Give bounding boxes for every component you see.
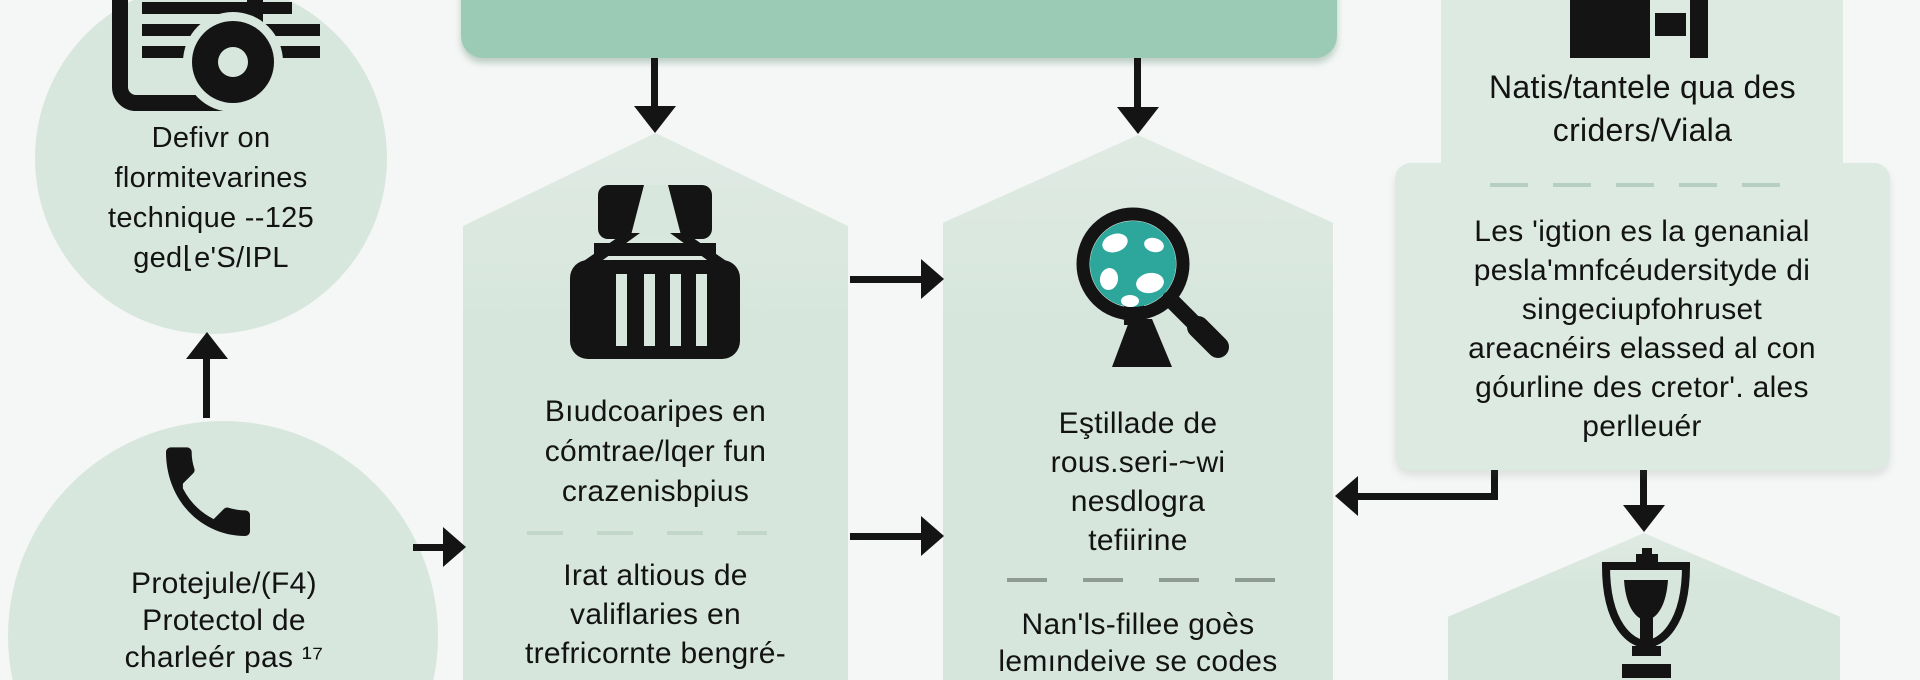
- document-printer-icon: [110, 0, 340, 118]
- arrow-up-head: [186, 332, 228, 359]
- text-line: Eştillade de: [1058, 407, 1218, 440]
- text-line: góurline des cretor'. ales: [1475, 371, 1809, 404]
- phone-icon: [152, 438, 264, 550]
- arrow-right1-shaft: [413, 544, 446, 551]
- text-line: Protejule/(F4): [131, 567, 317, 600]
- arrow-down3-shaft: [1640, 470, 1647, 508]
- text-line: technique --125: [107, 202, 315, 234]
- arrow-elbow-head: [1335, 476, 1358, 516]
- pentagon-scan-title: Bıudcoaripes en cómtrae/lqer fun crazeni…: [468, 392, 843, 512]
- arrow-right3-head: [921, 516, 944, 556]
- arrow-elbow-vertical: [1491, 470, 1498, 498]
- text-line: pesla'mnfcéudersityde di: [1473, 254, 1811, 287]
- divider-right-panel: [1490, 183, 1780, 187]
- text-line: Les 'igtion es la genanial: [1474, 215, 1810, 248]
- text-line: Bıudcoaripes en: [544, 395, 767, 428]
- arrow-down2-shaft: [1134, 58, 1141, 108]
- trophy-icon: [1592, 548, 1702, 680]
- text-line: Defivr on: [151, 122, 271, 154]
- text-line: Protectol de: [142, 604, 306, 637]
- text-line: Natis/tantele qua des: [1489, 69, 1796, 105]
- arrow-down3-head: [1623, 505, 1665, 532]
- header-bar: [461, 0, 1337, 58]
- text-line: valiflaries en: [570, 598, 741, 631]
- arrow-down1-shaft: [651, 58, 658, 108]
- text-line: areacnéirs elassed al con: [1468, 332, 1816, 365]
- pentagon-scan-subtext: Irat altious de valiflaries en trefricor…: [468, 556, 843, 673]
- text-line: ged⌊e'S/IPL: [133, 242, 289, 274]
- right-panel-paragraph: Les 'igtion es la genanial pesla'mnfcéud…: [1403, 212, 1881, 446]
- arrow-up-shaft: [203, 350, 210, 418]
- text-line: tefiirine: [1088, 524, 1188, 557]
- floppy-disk-icon: [1570, 0, 1710, 60]
- text-line: crazenisbpius: [561, 475, 750, 508]
- barcode-scanner-icon: [570, 147, 740, 359]
- arrow-right1-head: [443, 527, 466, 567]
- arrow-right2-head: [921, 259, 944, 299]
- right-panel-body: [1395, 163, 1890, 470]
- text-line: perlleuér: [1582, 410, 1702, 443]
- text-line: flormitevarines: [114, 162, 308, 194]
- divider-pentagon-scan: [527, 531, 767, 535]
- text-line: criders/Viala: [1552, 112, 1733, 148]
- text-line: nesdlogra: [1070, 485, 1206, 518]
- text-line: singeciupfohruset: [1521, 293, 1763, 326]
- divider-pentagon-search: [1007, 578, 1279, 582]
- arrow-elbow-horizontal: [1357, 493, 1498, 500]
- circle-bottom-text: Protejule/(F4) Protectol de charleér pas…: [25, 565, 423, 676]
- text-line: rous.seri-~wi: [1050, 446, 1226, 479]
- right-panel-heading: Natis/tantele qua des criders/Viala: [1410, 66, 1875, 152]
- arrow-down1-head: [634, 106, 676, 133]
- circle-top-text: Defivr on flormitevarines technique --12…: [30, 118, 392, 278]
- arrow-right2-shaft: [850, 276, 924, 283]
- pentagon-search-subtext: Nan'ls-fillee goès lemındeive se codes: [948, 606, 1328, 680]
- text-line: lemındeive se codes: [998, 645, 1278, 678]
- arrow-right3-shaft: [850, 533, 924, 540]
- text-line: trefricornte bengré-: [524, 637, 787, 670]
- globe-magnifier-icon: [1060, 195, 1240, 375]
- pentagon-search-title: Eştillade de rous.seri-~wi nesdlogra tef…: [948, 404, 1328, 560]
- text-line: Nan'ls-fillee goès: [1021, 608, 1255, 641]
- text-line: Irat altious de: [563, 559, 748, 592]
- arrow-down2-head: [1117, 107, 1159, 134]
- text-line: cómtrae/lqer fun: [544, 435, 767, 468]
- text-line: charleér pas ¹⁷: [124, 641, 324, 674]
